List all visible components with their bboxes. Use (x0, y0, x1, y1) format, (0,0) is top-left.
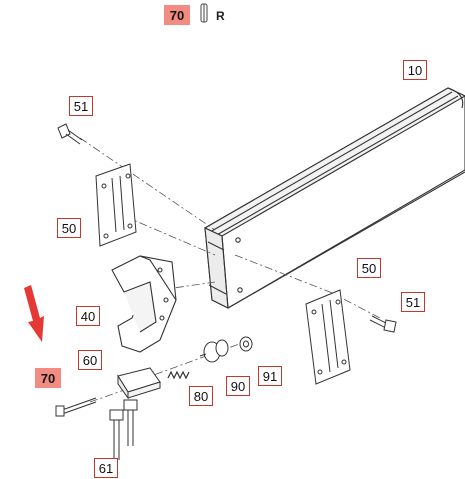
rail-profile (203, 87, 465, 309)
diagram-drawing (24, 3, 465, 460)
washer-91 (239, 336, 253, 352)
callout-40: 40 (76, 306, 100, 326)
callout-51-left: 51 (69, 96, 93, 116)
spring-80 (167, 370, 190, 380)
plate-50-right (305, 289, 351, 385)
header-part-number: 70 (164, 5, 190, 25)
callout-10: 10 (403, 60, 427, 80)
block-60 (117, 367, 161, 400)
callout-60: 60 (78, 350, 102, 370)
callout-70: 70 (35, 368, 61, 388)
bolt-icon (200, 3, 208, 23)
callout-90: 90 (226, 376, 250, 396)
bracket-40 (111, 255, 177, 353)
pin-70 (55, 397, 97, 417)
header-side-label: R (216, 9, 225, 23)
screws-61 (109, 399, 138, 460)
callout-80: 80 (189, 386, 213, 406)
callout-50-left: 50 (57, 218, 81, 238)
callout-50-right: 50 (357, 258, 381, 278)
callout-91: 91 (258, 366, 282, 386)
pointer-arrow (24, 285, 44, 342)
bolt-51-right (369, 315, 397, 333)
plate-50-left (95, 163, 137, 247)
knob-90 (199, 339, 229, 363)
callout-61: 61 (94, 458, 118, 478)
bolt-51-left (57, 123, 83, 145)
exploded-parts-diagram: 70 R 10 51 50 50 51 40 60 70 80 90 91 61 (24, 3, 465, 478)
callout-51-right: 51 (401, 292, 425, 312)
